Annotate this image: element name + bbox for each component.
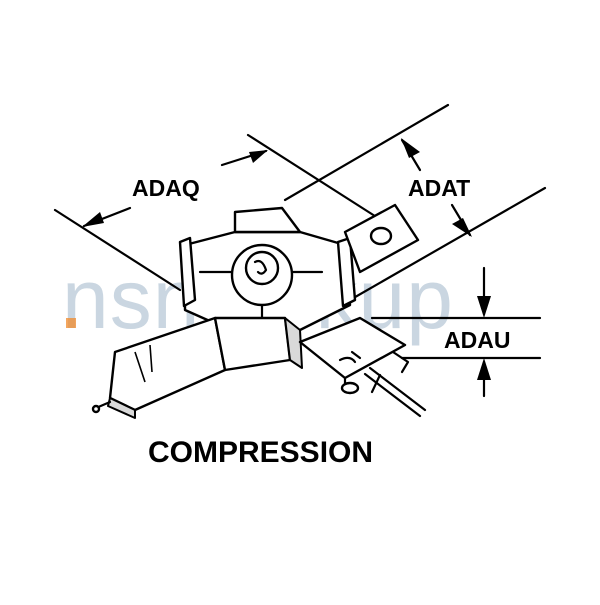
right-cable-clip bbox=[391, 350, 410, 374]
left-barrel bbox=[108, 316, 227, 412]
left-barrel-slot bbox=[149, 344, 153, 373]
dimension-adat: ADAT bbox=[283, 103, 547, 302]
watermark-accent-dot bbox=[66, 318, 76, 328]
adau-arrow-top bbox=[477, 296, 491, 318]
adat-extension-line-top bbox=[283, 103, 450, 202]
adat-arrow-top bbox=[401, 138, 420, 158]
adaq-arrow-left bbox=[82, 212, 104, 227]
adat-extension-line-bottom bbox=[348, 186, 547, 302]
adau-label: ADAU bbox=[444, 327, 510, 353]
right-cable-bottom bbox=[363, 372, 422, 418]
right-cable-top bbox=[368, 366, 427, 412]
adat-label: ADAT bbox=[408, 175, 470, 201]
compression-connector bbox=[91, 203, 427, 419]
center-stud-inner bbox=[244, 250, 280, 286]
left-barrel-seam bbox=[134, 351, 146, 383]
adaq-extension-line-right bbox=[246, 133, 380, 220]
dimension-adaq: ADAQ bbox=[53, 133, 380, 292]
adaq-label: ADAQ bbox=[132, 175, 200, 201]
adat-arrow-bottom bbox=[452, 218, 472, 237]
dimension-adau: ADAU bbox=[370, 266, 542, 398]
diagram-caption: COMPRESSION bbox=[148, 436, 373, 469]
adau-arrow-bottom bbox=[477, 358, 491, 380]
adaq-arrow-right bbox=[249, 150, 268, 163]
right-barrel-collar bbox=[340, 381, 360, 395]
terminal-hole bbox=[369, 226, 393, 246]
left-wire-end bbox=[91, 404, 101, 414]
connector-right-finger bbox=[336, 236, 357, 308]
connector-top-finger bbox=[233, 206, 302, 234]
center-block-side bbox=[284, 317, 303, 369]
right-barrel bbox=[298, 316, 407, 380]
right-cable-strap bbox=[370, 373, 382, 394]
right-barrel-marking bbox=[338, 350, 362, 364]
adaq-extension-line-left bbox=[53, 208, 182, 292]
center-stud-slot bbox=[253, 259, 268, 275]
connector-left-finger bbox=[178, 236, 197, 308]
center-block bbox=[213, 316, 292, 372]
